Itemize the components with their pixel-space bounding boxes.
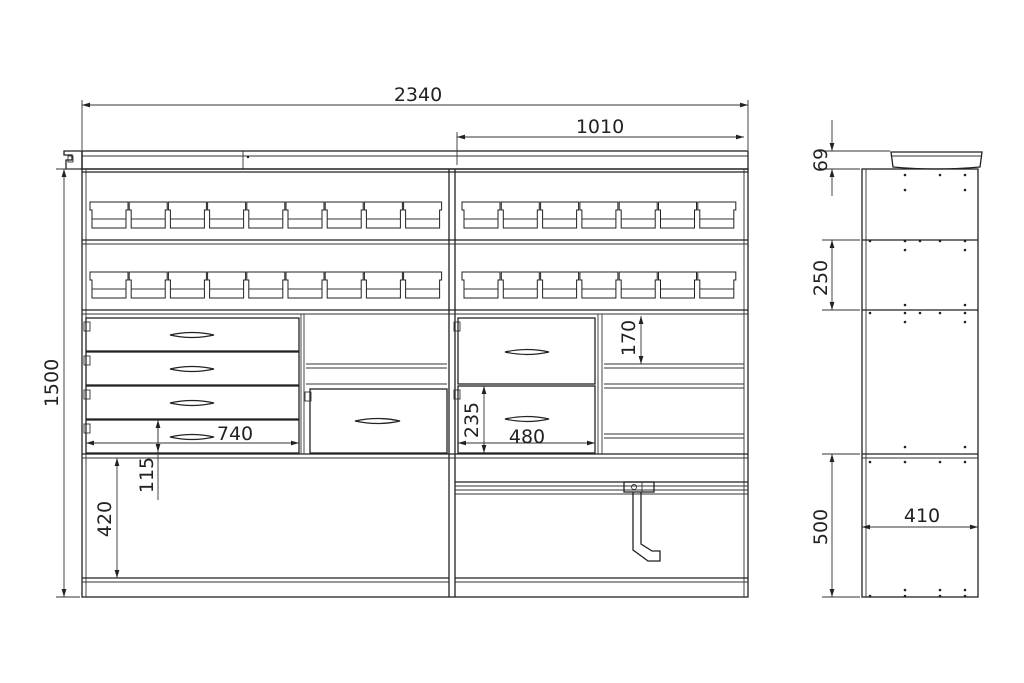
storage-bin [89,271,129,299]
cabinet-frame [81,168,749,598]
rivet [963,303,967,307]
dim-right-drawer-width: 480 [509,426,545,448]
rivet [918,311,922,315]
storage-bin [128,271,168,299]
rivet [903,311,907,315]
storage-bin [89,201,129,229]
dim-right-shelf-spacing: 170 [618,320,640,356]
rivet [868,460,872,464]
storage-bin [500,271,540,299]
dim-bottom-shelf-height: 420 [94,501,116,537]
bins-rows [89,201,737,299]
rivet [868,311,872,315]
storage-bin [363,201,403,229]
left-drawer-stack [83,314,305,454]
storage-bin [540,271,580,299]
rivet [963,460,967,464]
dim-overall-height: 1500 [41,359,63,407]
rivet [903,173,907,177]
hinges [83,321,91,434]
dim-depth: 410 [904,505,940,527]
rivet [938,239,942,243]
rivet [903,188,907,192]
storage-bin [324,271,364,299]
rivet [903,445,907,449]
storage-bin [167,271,207,299]
roof-rail [63,150,749,170]
storage-bin [403,201,443,229]
dim-top-box-height: 69 [810,148,832,172]
jack-crank [623,481,661,562]
dim-right-section-width: 1010 [576,116,624,138]
storage-bin [658,271,697,299]
storage-bin [540,201,580,229]
dim-bottom-section-height: 500 [810,509,832,545]
storage-bin [285,201,325,229]
storage-bin [579,201,619,229]
rivet [903,303,907,307]
storage-bin [618,201,658,229]
rivet [938,594,942,598]
middle-left-section [304,363,448,454]
rivet [903,239,907,243]
storage-bin [618,271,658,299]
storage-bin [658,201,697,229]
rivet [963,239,967,243]
rivet [963,320,967,324]
storage-bin [207,201,247,229]
storage-bin [285,271,325,299]
right-shelves [604,363,744,439]
rivet [868,594,872,598]
rivet [963,594,967,598]
storage-bin [207,271,247,299]
storage-bin [579,271,619,299]
rivet [903,588,907,592]
rivet [903,248,907,252]
storage-bin [363,271,403,299]
right-drawer-stack [453,314,603,454]
rivet [903,594,907,598]
rivet [918,239,922,243]
front-view [63,150,749,598]
storage-bin [500,201,540,229]
storage-bin [324,201,364,229]
dim-bin-shelf-spacing: 250 [810,260,832,296]
rivet [868,239,872,243]
dim-drawer-width: 740 [217,423,253,445]
dim-overall-width: 2340 [394,84,442,106]
rivet [963,188,967,192]
rivet [938,460,942,464]
storage-bin [246,271,286,299]
side-view [861,151,983,598]
rivet [963,445,967,449]
storage-bin [246,201,286,229]
storage-bin [403,271,443,299]
rivet [938,588,942,592]
storage-bin [461,201,501,229]
storage-bin [128,201,168,229]
storage-bin [167,201,207,229]
storage-bin [697,271,737,299]
rivet [938,311,942,315]
rivet [963,248,967,252]
rivet [938,173,942,177]
rivet [963,588,967,592]
storage-bin [697,201,737,229]
rivet [903,460,907,464]
rivet [903,320,907,324]
dimension-labels: 2340 1010 1500 740 115 420 235 480 170 6… [41,84,940,545]
dim-right-drawer-height: 235 [461,402,483,438]
dimension-lines [56,100,978,598]
rivet [963,311,967,315]
dim-drawer-height: 115 [136,457,158,493]
side-rivets [868,173,967,598]
drawer-handles [169,331,215,441]
storage-bin [461,271,501,299]
rivet [963,173,967,177]
